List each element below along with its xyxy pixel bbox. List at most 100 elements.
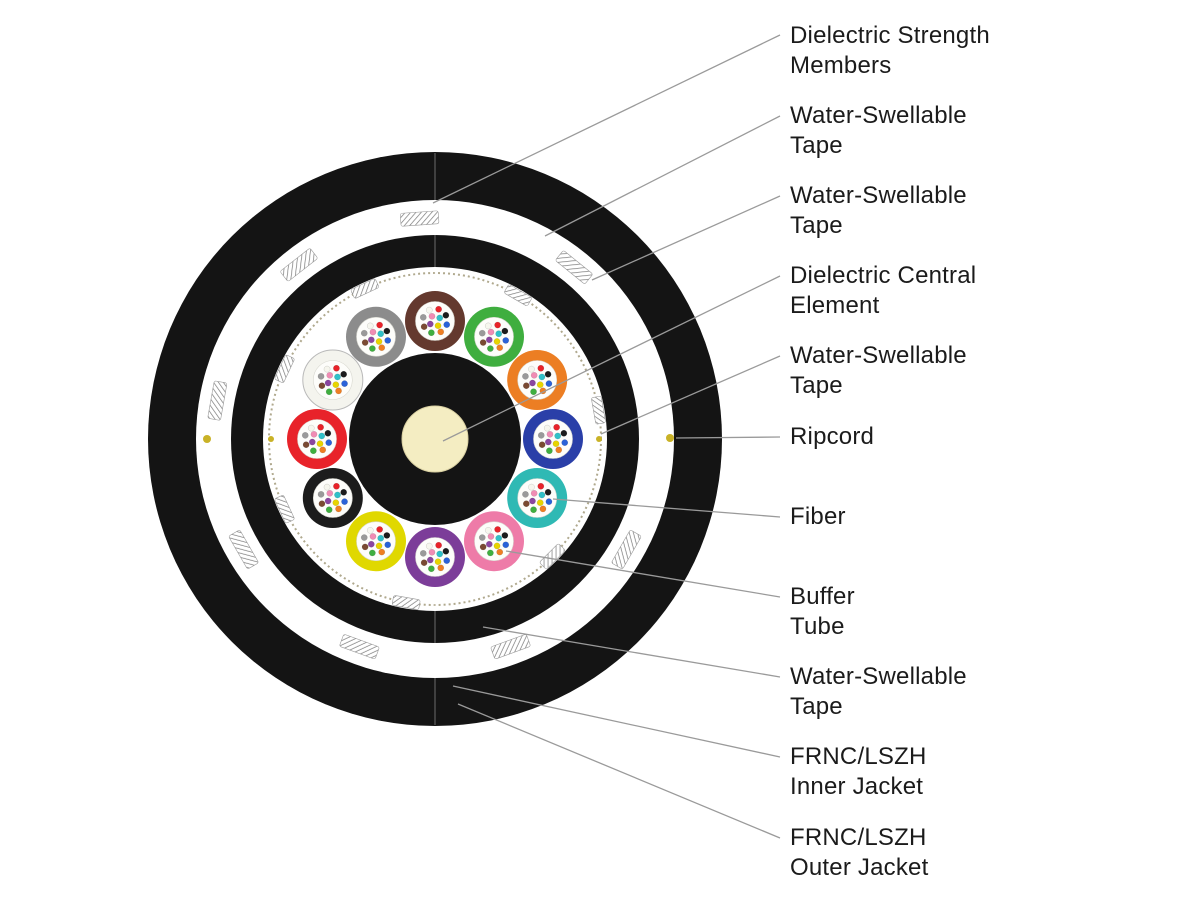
fiber-dot [310, 447, 317, 455]
ripcord-dot [596, 436, 602, 442]
fiber-dot [428, 312, 436, 320]
buffer-tube-black [302, 468, 363, 528]
fiber-dot [443, 557, 451, 564]
fiber-dot [485, 540, 493, 548]
fiber-dot [310, 430, 318, 438]
buffer-tube-slate [346, 306, 406, 367]
fiber-dot [555, 446, 563, 454]
dielectric-strength-member-icon [504, 284, 532, 306]
fiber-dot [324, 497, 332, 505]
label-frnc-lszh-inner-jacket: FRNC/LSZH Inner Jacket [790, 743, 927, 800]
fiber-dot [360, 329, 368, 337]
fiber-dot [323, 483, 331, 491]
tube-inner [533, 419, 573, 459]
label-fiber: Fiber [790, 503, 846, 530]
fiber-dot [478, 534, 486, 541]
fiber-dot [428, 565, 435, 573]
fiber-dot [487, 328, 495, 336]
buffer-tube-green [464, 306, 524, 367]
fiber-dot [323, 365, 331, 373]
fiber-dot [318, 432, 326, 440]
fiber-dot [561, 439, 569, 446]
leader-line [552, 498, 781, 518]
fiber-dot [335, 387, 342, 395]
fiber-dot [317, 373, 325, 380]
fiber-dot [420, 323, 428, 331]
tube-inner [313, 360, 353, 400]
fiber-dot [530, 371, 538, 379]
fiber-dot [546, 430, 554, 438]
fiber-dot [335, 505, 342, 513]
fiber-dot [522, 500, 530, 508]
buffer-tube-white [302, 349, 364, 411]
fiber-dot [435, 541, 442, 549]
label-water-swellable-tape-1: Water-Swellable Tape [790, 102, 967, 159]
fiber-dot [325, 439, 333, 446]
fiber-dot [496, 548, 504, 556]
fiber-dot [419, 314, 427, 321]
label-water-swellable-tape-4: Water-Swellable Tape [790, 663, 967, 720]
fiber-dot [487, 345, 494, 352]
fiber-dot [496, 344, 504, 352]
leader-line [600, 355, 781, 435]
fiber-dot [495, 330, 503, 338]
leader-line [442, 275, 781, 442]
leader-line [482, 626, 781, 678]
fiber-dot [324, 379, 332, 387]
fiber-dot [377, 534, 385, 542]
fiber-dot [528, 483, 535, 491]
fiber-dot [375, 542, 383, 550]
fiber-dot [539, 505, 547, 513]
fiber-dot [361, 339, 369, 346]
dielectric-strength-member-icon [392, 595, 421, 610]
fiber-dot [324, 429, 332, 437]
fiber-dot [479, 339, 487, 346]
fiber-dot [333, 364, 340, 372]
fiber-dot [442, 547, 450, 555]
dielectric-strength-member-icon [350, 278, 379, 299]
dielectric-strength-member-icon [207, 380, 228, 421]
tube-inner [474, 317, 514, 357]
fiber-dot [376, 526, 383, 533]
fiber-dot [426, 556, 434, 564]
fiber-dot [436, 314, 444, 322]
fiber-dot [375, 338, 383, 345]
fiber-dot [485, 336, 493, 344]
buffer-tube-brown [405, 291, 465, 351]
fiber-dot [318, 382, 326, 390]
fiber-dot [487, 549, 494, 557]
fiber-dot [369, 533, 377, 540]
tube-inner [517, 360, 557, 400]
fiber-dot [308, 438, 316, 446]
fiber-dot [538, 373, 546, 381]
fiber-dot [425, 306, 433, 314]
fiber-dot [479, 543, 487, 551]
fiber-dot [536, 499, 544, 507]
dielectric-strength-member-icon [611, 530, 642, 569]
fiber-dot [437, 328, 445, 336]
fiber-dot [529, 497, 536, 505]
fiber-dot [536, 381, 544, 389]
fiber-dot [434, 322, 442, 330]
fiber-dot [560, 429, 568, 437]
leader-line [591, 195, 781, 281]
fiber-dot [326, 371, 334, 379]
fiber-dot [384, 337, 392, 344]
fiber-dot [553, 423, 560, 431]
fiber-dot [493, 542, 501, 550]
fiber-dot [341, 380, 348, 387]
fiber-dot [319, 446, 327, 454]
cable-cross-section [148, 152, 722, 726]
leader-line [544, 115, 781, 237]
fiber-dot [340, 370, 348, 378]
fiber-dot [318, 500, 326, 508]
label-ripcord: Ripcord [790, 423, 875, 450]
tube-inner [415, 537, 455, 577]
dielectric-central-element [401, 405, 469, 473]
buffer-tubes [287, 291, 583, 587]
fiber-dot [544, 488, 552, 496]
fiber-dot [361, 543, 369, 551]
fiber-dot [378, 344, 386, 352]
fiber-dot [530, 388, 537, 396]
